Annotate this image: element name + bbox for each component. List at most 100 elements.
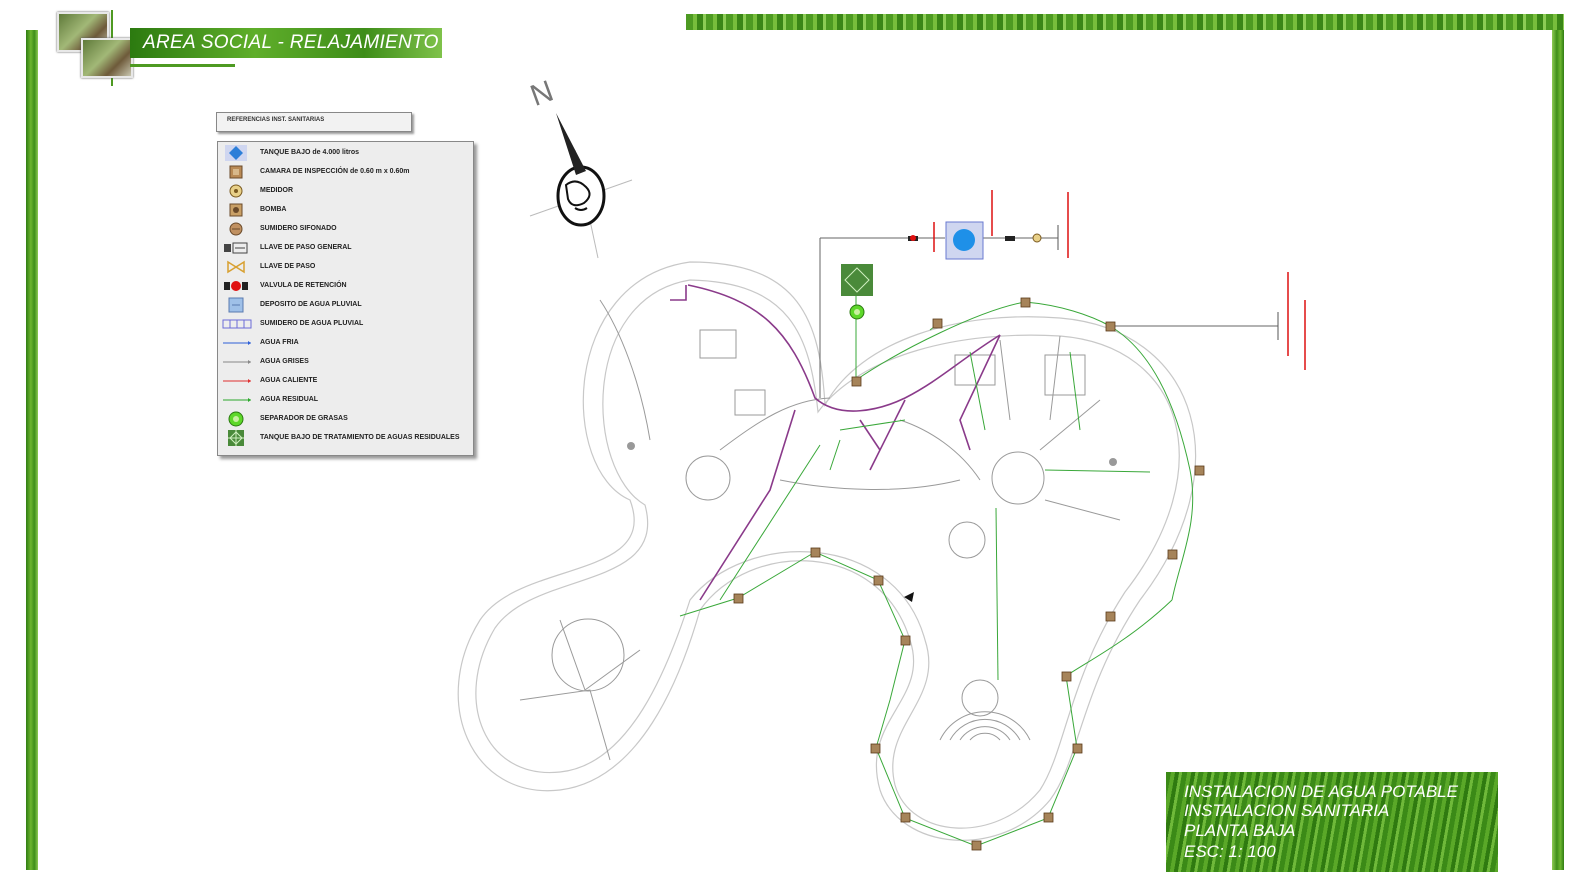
legend-item-label: TANQUE BAJO de 4.000 litros — [260, 149, 360, 156]
legend-item: AGUA FRIA — [218, 334, 473, 353]
grease-separator-icon — [228, 411, 244, 427]
inspection-chamber-icon — [229, 165, 243, 179]
inspection-chamber — [932, 318, 943, 329]
legend-item-label: SUMIDERO SIFONADO — [260, 225, 337, 232]
legend-item: VALVULA DE RETENCIÓN — [218, 277, 473, 296]
entrance-arrow — [904, 592, 914, 602]
rain-drain-icon — [222, 319, 252, 329]
legend-item-label: TANQUE BAJO DE TRATAMIENTO DE AGUAS RESI… — [260, 434, 460, 441]
pump-icon — [229, 203, 243, 217]
legend-item: AGUA RESIDUAL — [218, 391, 473, 410]
legend-item-label: SEPARADOR DE GRASAS — [260, 415, 348, 422]
equipment — [627, 221, 1279, 602]
top-grass-border — [686, 14, 1564, 30]
grease-separator-core — [854, 309, 860, 315]
title-line-3: PLANTA BAJA — [1184, 821, 1296, 840]
left-grass-border — [26, 30, 38, 870]
waste-water-line-icon — [223, 398, 251, 402]
legend-item-label: BOMBA — [260, 206, 287, 213]
legend-item: TANQUE BAJO de 4.000 litros — [218, 144, 473, 163]
page-title: AREA SOCIAL - RELAJAMIENTO — [143, 32, 439, 53]
meter-icon — [229, 184, 243, 198]
general-valve-icon — [224, 242, 248, 254]
hot-water-pipes — [670, 284, 1001, 601]
compass-north-letter: N — [526, 75, 558, 113]
drawing-title-block: INSTALACION DE AGUA POTABLE INSTALACION … — [1166, 772, 1498, 872]
red-annotations — [933, 190, 1306, 370]
siphon-drain — [1109, 458, 1117, 466]
legend-item-label: SUMIDERO DE AGUA PLUVIAL — [260, 320, 364, 327]
waste-water-pipes — [679, 282, 1194, 847]
treatment-tank-symbol — [844, 267, 870, 293]
inspection-chamber — [971, 840, 982, 851]
hot-water-line-icon — [223, 379, 251, 383]
legend-item-label: AGUA CALIENTE — [260, 377, 318, 384]
rainwater-tank-icon — [228, 297, 244, 313]
legend-item-label: AGUA FRIA — [260, 339, 299, 346]
legend-item: TANQUE BAJO DE TRATAMIENTO DE AGUAS RESI… — [218, 429, 473, 448]
inspection-chamber — [1061, 671, 1072, 682]
inspection-chamber — [1167, 549, 1178, 560]
legend-item: SEPARADOR DE GRASAS — [218, 410, 473, 429]
header-photo-2 — [81, 38, 133, 78]
check-valve-body — [910, 235, 916, 241]
legend-panel: TANQUE BAJO de 4.000 litros CAMARA DE IN… — [217, 141, 474, 456]
tank-icon — [225, 145, 247, 161]
legend-item-label: AGUA RESIDUAL — [260, 396, 319, 403]
inspection-chamber — [1194, 465, 1205, 476]
inspection-chamber — [870, 743, 881, 754]
check-valve-icon — [224, 281, 248, 291]
legend-item: DEPOSITO DE AGUA PLUVIAL — [218, 296, 473, 315]
inspection-chamber — [810, 547, 821, 558]
valve-icon — [227, 260, 245, 274]
legend-item-label: LLAVE DE PASO — [260, 263, 316, 270]
inspection-chamber — [900, 635, 911, 646]
legend-item-label: MEDIDOR — [260, 187, 294, 194]
title-line-4: ESC: 1: 100 — [1184, 842, 1276, 861]
header-underline — [130, 64, 235, 67]
inspection-chamber — [873, 575, 884, 586]
building-footprint — [457, 261, 1197, 841]
legend-item: AGUA GRISES — [218, 353, 473, 372]
legend-item: LLAVE DE PASO GENERAL — [218, 239, 473, 258]
header: AREA SOCIAL - RELAJAMIENTO — [55, 8, 455, 88]
inspection-chamber — [1043, 812, 1054, 823]
water-supply-line — [819, 237, 1278, 398]
inspection-chamber — [900, 812, 911, 823]
siphon-drain — [627, 442, 635, 450]
treatment-tank-icon — [228, 430, 244, 446]
water-tank-core — [953, 229, 975, 251]
legend-item-label: AGUA GRISES — [260, 358, 309, 365]
interior-walls — [519, 299, 1121, 761]
legend-item: AGUA CALIENTE — [218, 372, 473, 391]
legend-heading: REFERENCIAS INST. SANITARIAS — [227, 117, 325, 123]
north-compass: N — [526, 75, 633, 259]
grey-water-line-icon — [223, 360, 251, 364]
legend-heading-box: REFERENCIAS INST. SANITARIAS — [216, 112, 412, 132]
right-grass-border — [1552, 20, 1564, 870]
compass-globe — [556, 165, 606, 227]
legend-item-label: DEPOSITO DE AGUA PLUVIAL — [260, 301, 362, 308]
inspection-chamber — [1072, 743, 1083, 754]
legend-item-label: CAMARA DE INSPECCIÓN de 0.60 m x 0.60m — [260, 168, 410, 175]
legend-item: CAMARA DE INSPECCIÓN de 0.60 m x 0.60m — [218, 163, 473, 182]
title-line-2: INSTALACION SANITARIA — [1184, 801, 1390, 820]
legend-item-label: LLAVE DE PASO GENERAL — [260, 244, 352, 251]
water-meter — [1032, 233, 1042, 243]
title-line-1: INSTALACION DE AGUA POTABLE — [1184, 782, 1458, 801]
compass-needle — [556, 113, 586, 175]
inspection-chamber — [1105, 321, 1116, 332]
inspection-chambers — [733, 297, 1205, 851]
legend-item: SUMIDERO SIFONADO — [218, 220, 473, 239]
legend-item: MEDIDOR — [218, 182, 473, 201]
legend-item: LLAVE DE PASO — [218, 258, 473, 277]
general-valve — [1005, 236, 1015, 241]
inspection-chamber — [733, 593, 744, 604]
siphon-drain-icon — [229, 222, 243, 236]
legend-item: BOMBA — [218, 201, 473, 220]
inspection-chamber — [1105, 611, 1116, 622]
treatment-tank — [841, 264, 873, 296]
cold-water-line-icon — [223, 341, 251, 345]
inspection-chamber — [1020, 297, 1031, 308]
